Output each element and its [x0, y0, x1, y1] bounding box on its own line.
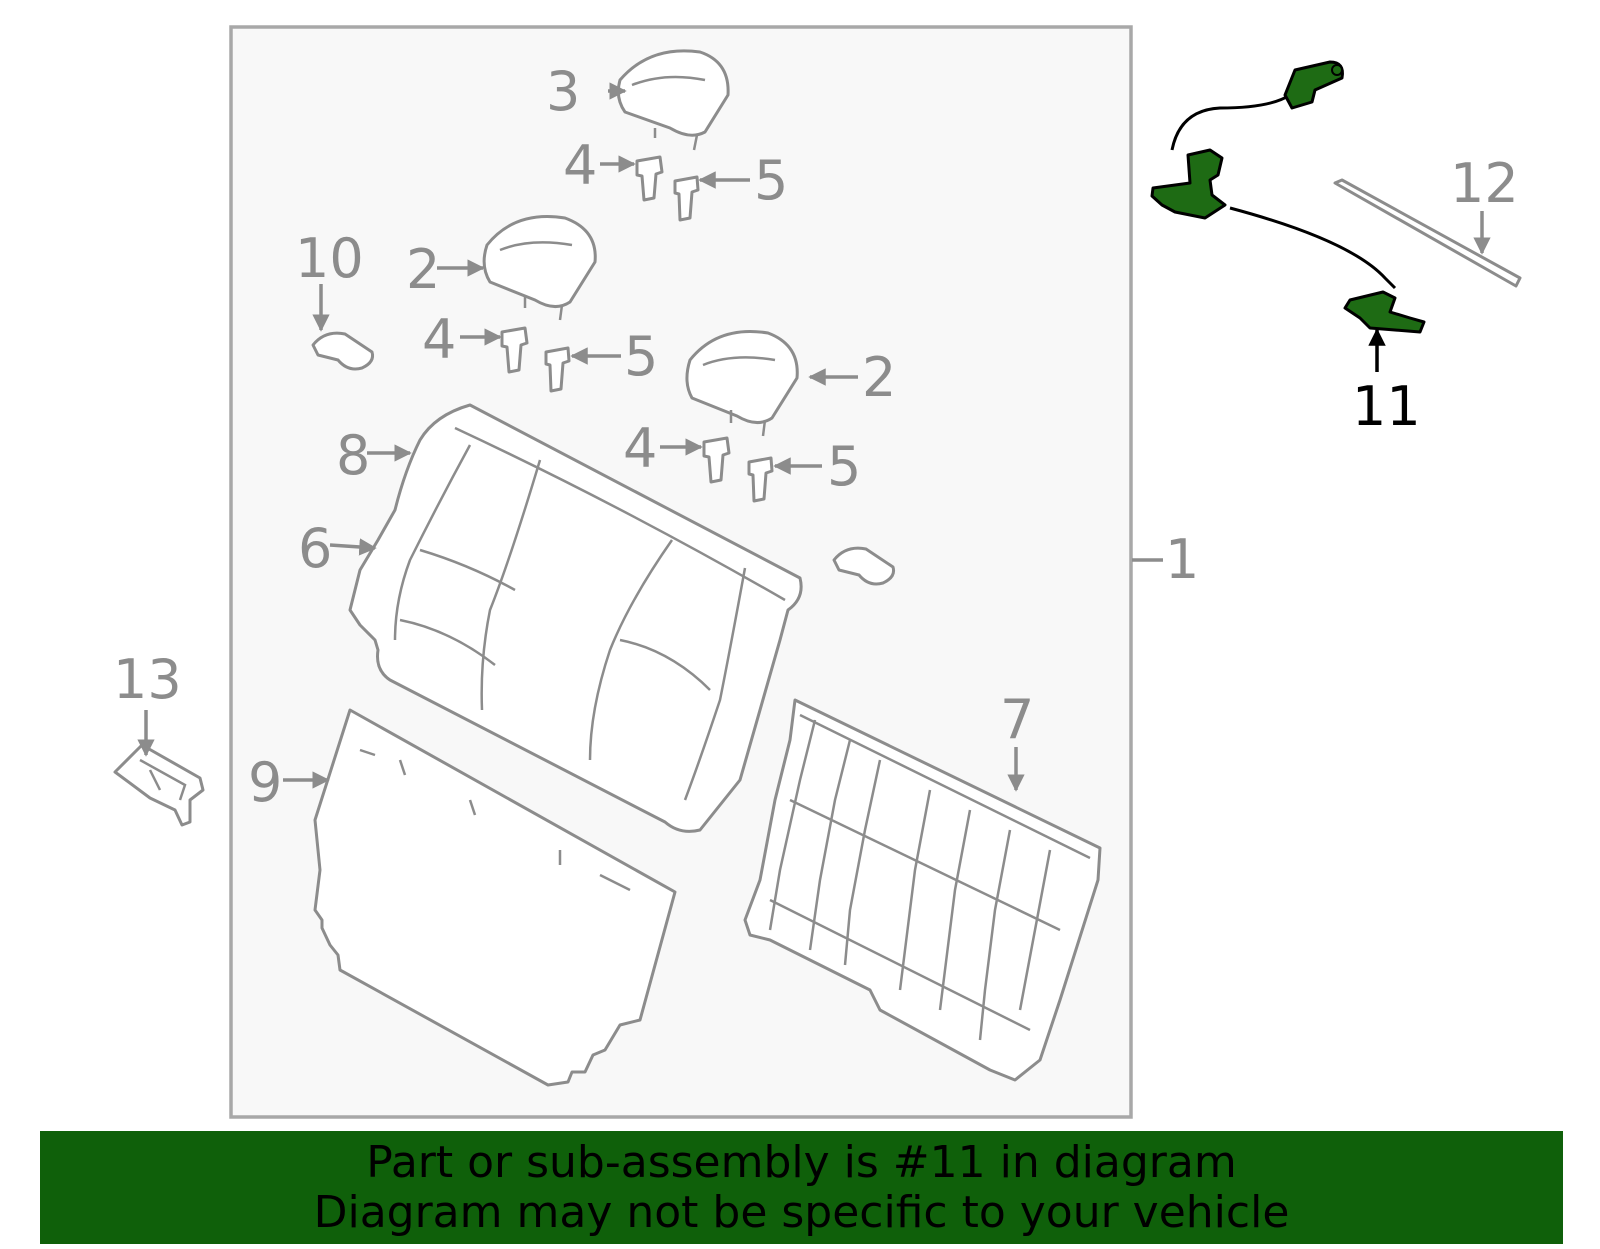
- seat-back-frame: [743, 698, 1102, 1082]
- callout-12: 12: [1450, 152, 1519, 215]
- seat-back-cover: [348, 403, 803, 833]
- callout-5-top: 5: [754, 149, 788, 212]
- callout-6: 6: [298, 517, 332, 580]
- clip-bracket: [113, 743, 205, 827]
- seat-hooks: [311, 331, 895, 586]
- highlighted-part-11: [1150, 60, 1426, 334]
- callout-4-right: 4: [623, 417, 657, 480]
- callout-1: 1: [1165, 528, 1199, 591]
- banner-line-disclaimer: Diagram may not be specific to your vehi…: [313, 1186, 1290, 1238]
- callout-10: 10: [295, 227, 364, 290]
- info-banner: Part or sub-assembly is #11 in diagram D…: [40, 1131, 1563, 1244]
- callout-8: 8: [336, 424, 370, 487]
- seat-back-board: [313, 708, 677, 1087]
- leader-lines: [137, 82, 1491, 792]
- callout-5-right: 5: [827, 435, 861, 498]
- callout-2-middle: 2: [406, 238, 440, 301]
- banner-line-part-number: Part or sub-assembly is #11 in diagram: [366, 1136, 1237, 1188]
- callout-5-middle: 5: [624, 325, 658, 388]
- callout-7: 7: [1000, 688, 1034, 751]
- callout-13: 13: [113, 648, 182, 711]
- headrest-guides: [500, 155, 774, 503]
- callout-11: 11: [1352, 375, 1421, 438]
- headrest-middle-left: [482, 215, 597, 321]
- callout-4-middle: 4: [422, 308, 456, 371]
- trim-strip: [1333, 178, 1522, 288]
- callout-9: 9: [248, 751, 282, 814]
- callout-2-right: 2: [862, 346, 896, 409]
- headrest-top: [616, 49, 730, 151]
- headrest-right: [685, 330, 799, 437]
- callout-3: 3: [546, 60, 580, 123]
- callout-4-top: 4: [563, 134, 597, 197]
